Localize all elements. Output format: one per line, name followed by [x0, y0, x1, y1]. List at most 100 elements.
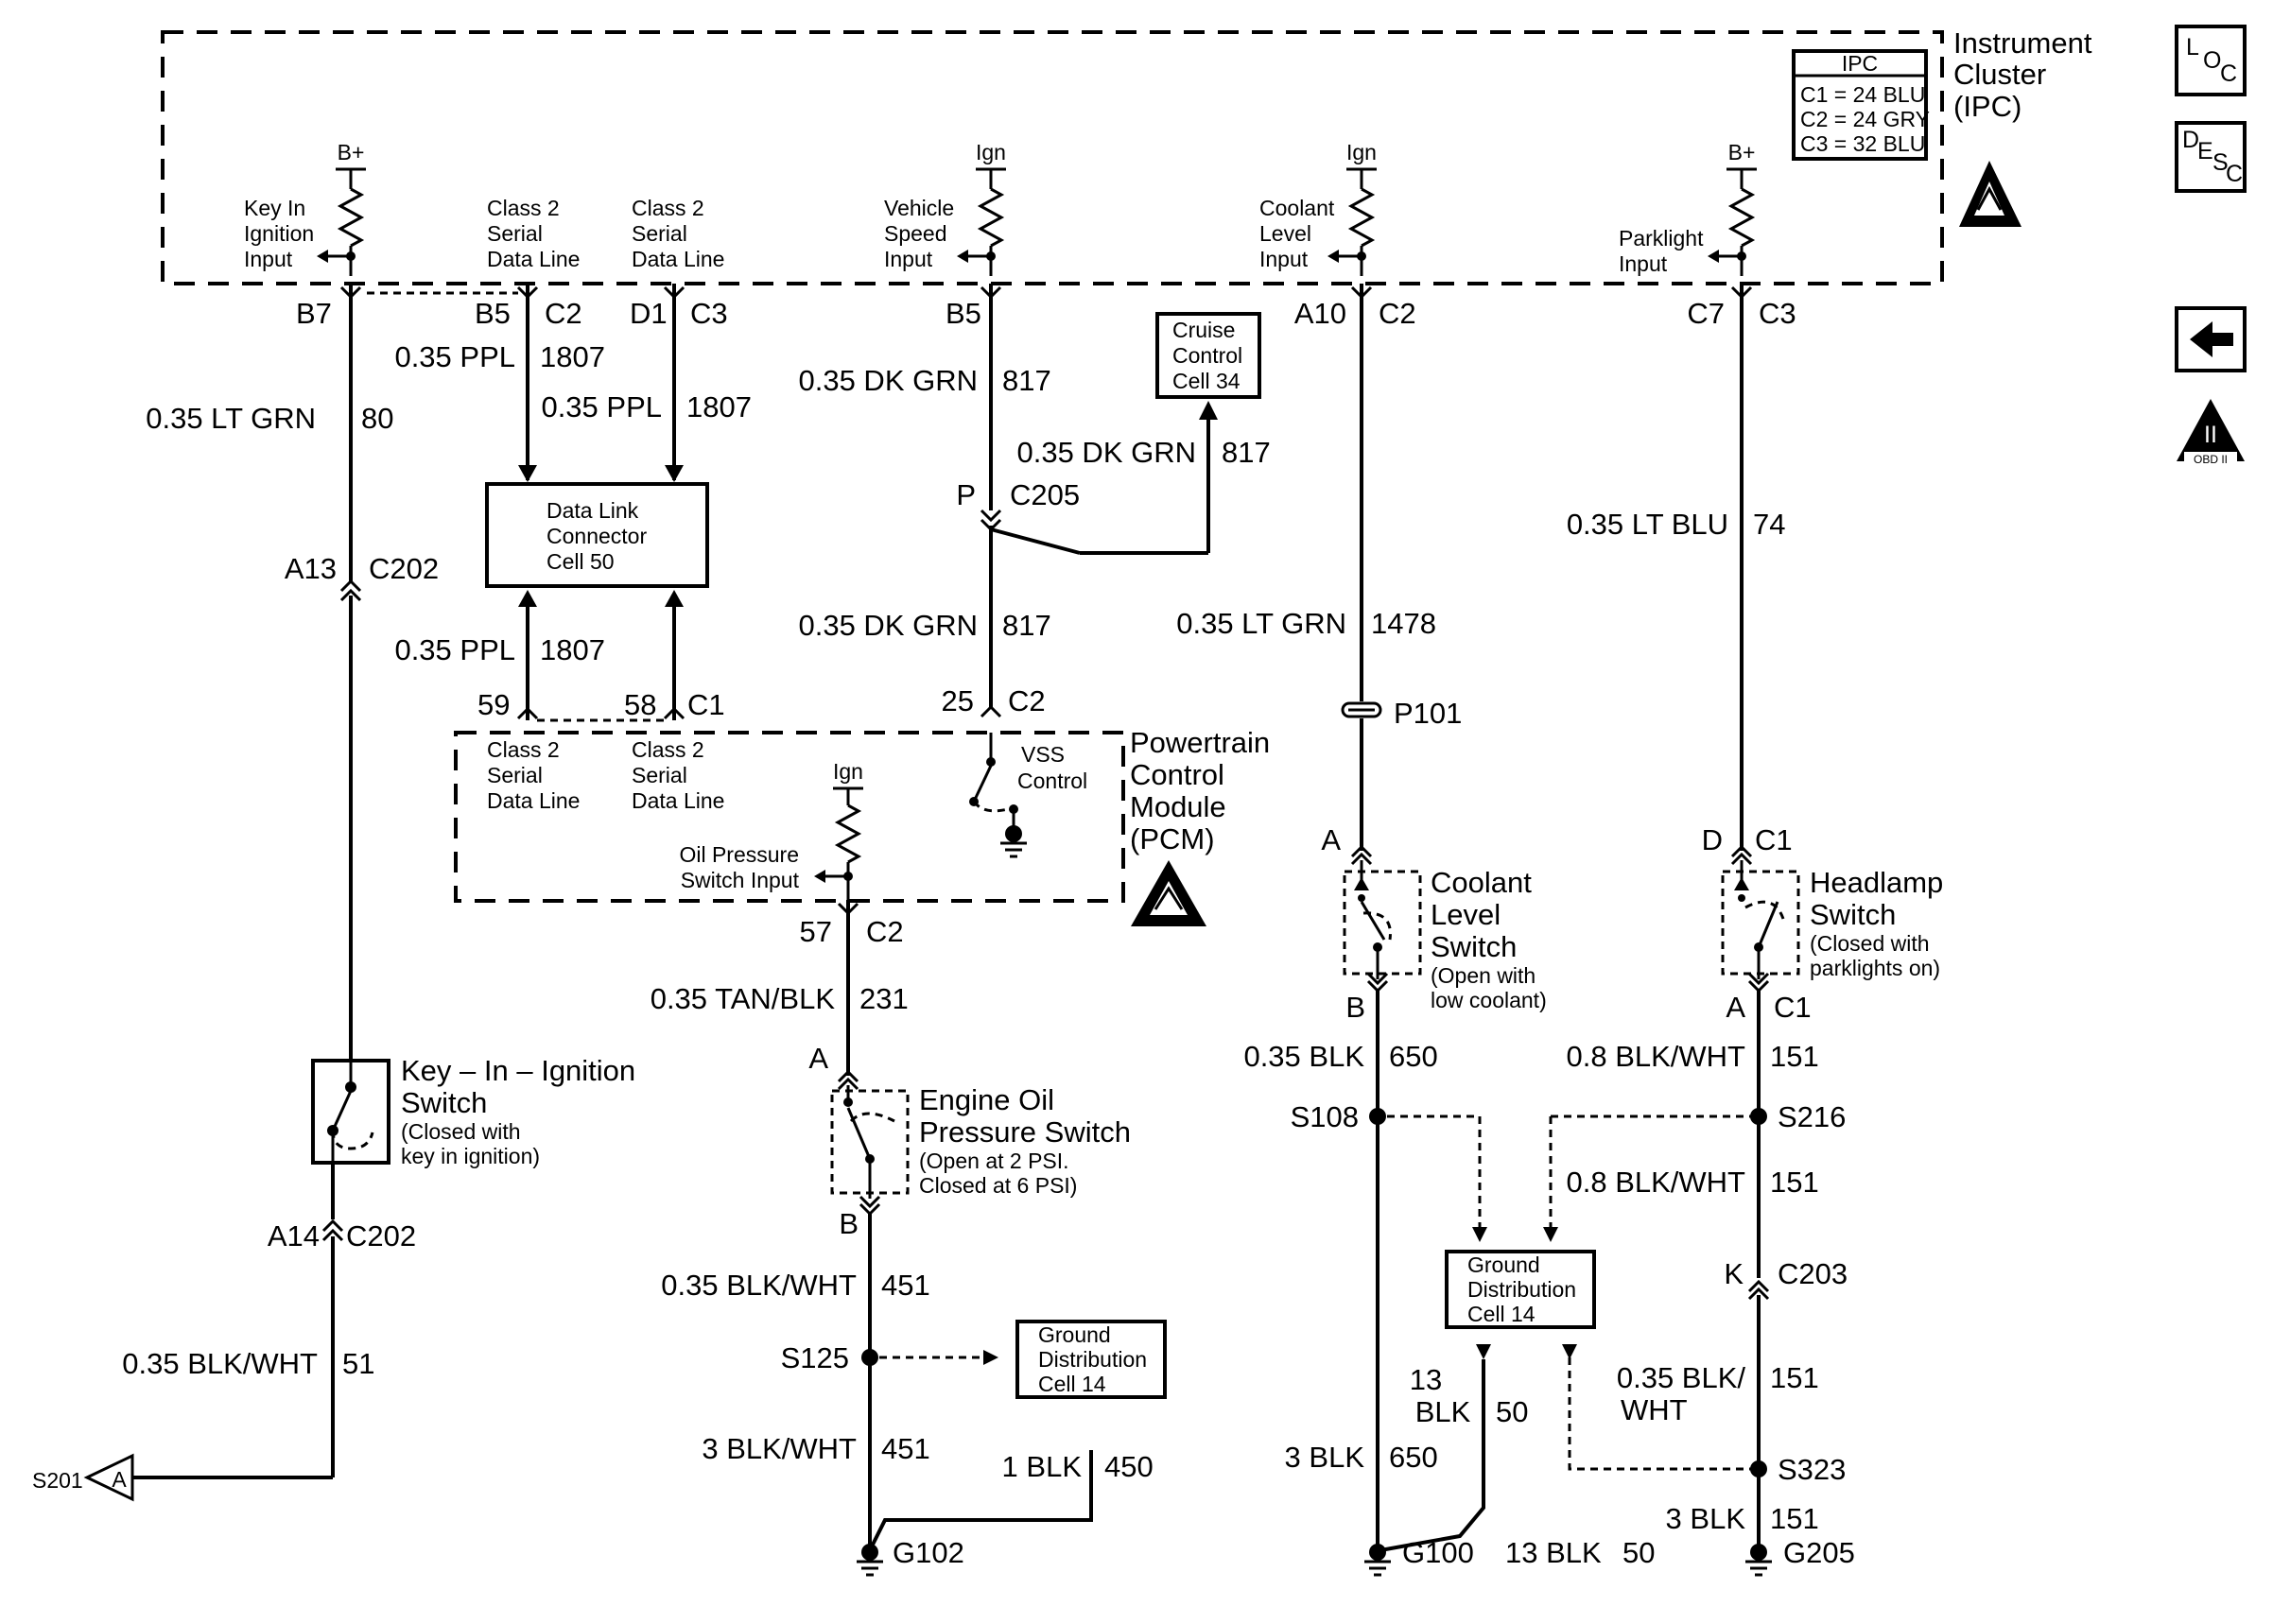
circuit-650: 0.35 BLK 650 S108 3 BLK 650 — [1243, 989, 1487, 1550]
ign-label-1: Ign — [976, 140, 1006, 164]
wire-231-num: 231 — [859, 982, 909, 1015]
circuit-51: A14 C202 0.35 BLK/WHT 51 A S201 — [32, 1163, 416, 1502]
circuit-151: 0.8 BLK/WHT 151 S216 0.8 BLK/WHT 151 K C… — [1567, 989, 1848, 1550]
ign-label-2: Ign — [1346, 140, 1377, 164]
key-switch-note-2: key in ignition) — [401, 1144, 540, 1168]
cruise-label-2: Control — [1172, 343, 1242, 368]
wire-151d-color: 3 BLK — [1666, 1502, 1746, 1535]
pcm-class2b-2: Serial — [632, 763, 687, 787]
conn-c205: C205 — [1010, 478, 1080, 511]
dlc-box[interactable] — [485, 482, 709, 588]
key-switch-title-1: Key – In – Ignition — [401, 1054, 635, 1087]
ground-dist-box-b[interactable] — [1445, 1250, 1596, 1329]
wire-50a-gauge: 13 — [1410, 1363, 1442, 1396]
splice-s108: S108 — [1291, 1100, 1359, 1133]
eop-pin-a: A — [808, 1042, 828, 1075]
ipc-class2a-2: Serial — [487, 221, 543, 246]
cls-note-2: low coolant) — [1431, 988, 1547, 1012]
obd-ii-icon[interactable]: II OBD II — [2177, 399, 2245, 466]
back-arrow-icon[interactable] — [2175, 306, 2247, 372]
cls-title-2: Level — [1431, 898, 1501, 931]
wire-151b-color: 0.8 BLK/WHT — [1567, 1166, 1746, 1199]
circuit-1478: A10 C2 0.35 LT GRN 1478 P101 A — [1176, 284, 1462, 866]
splice-s216: S216 — [1778, 1100, 1846, 1133]
pcm-title-1: Powertrain — [1130, 726, 1270, 759]
ground-g205: G205 — [1745, 1536, 1855, 1577]
esd-icon — [1959, 161, 2021, 227]
pcm-conn-c2-top: C2 — [1008, 684, 1046, 717]
conn-c2-ipc: C2 — [545, 297, 582, 330]
loc-icon[interactable]: L O C — [2175, 25, 2247, 96]
wire-51-color: 0.35 BLK/WHT — [122, 1347, 318, 1380]
wire-650a-num: 650 — [1389, 1040, 1438, 1073]
ipc-class2b-3: Data Line — [632, 247, 724, 271]
conn-c202-a: C202 — [369, 552, 439, 585]
wire-450-color: 1 BLK — [1002, 1450, 1083, 1483]
wire-151c-num: 151 — [1770, 1361, 1819, 1394]
key-switch-note-1: (Closed with — [401, 1119, 521, 1144]
cls-pin-a: A — [1321, 823, 1341, 856]
conn-c3-parklight: C3 — [1759, 297, 1796, 330]
hs-title-2: Switch — [1810, 898, 1896, 931]
wire-50b-num: 50 — [1622, 1536, 1655, 1569]
eop-title-2: Pressure Switch — [919, 1115, 1131, 1149]
ground-g205-label: G205 — [1783, 1536, 1855, 1569]
key-in-label-2: Ignition — [244, 221, 314, 246]
wire-1807a-color: 0.35 PPL — [394, 340, 515, 373]
key-in-ignition-switch: Key – In – Ignition Switch (Closed with … — [311, 1054, 635, 1168]
wire-151c-color-2: WHT — [1621, 1393, 1688, 1426]
dlc-label-3: Cell 50 — [547, 549, 615, 574]
ground-g102-label: G102 — [893, 1536, 964, 1569]
circuit-817: B5 0.35 DK GRN 817 P C205 0.35 DK GRN 81… — [798, 284, 1271, 718]
ipc-class2a-1: Class 2 — [487, 196, 560, 220]
vss-control-switch: VSS Control — [969, 733, 1087, 858]
circuit-80: B7 0.35 LT GRN 80 A13 C202 — [146, 284, 439, 1061]
cruise-label-3: Cell 34 — [1172, 369, 1241, 393]
headlamp-switch: Headlamp Switch (Closed with parklights … — [1721, 860, 1943, 1024]
coolant-in-label-3: Input — [1259, 247, 1309, 271]
esd-icon-pcm — [1131, 860, 1206, 926]
pcm-title-2: Control — [1130, 758, 1224, 791]
pcm-conn-c2-bottom: C2 — [866, 915, 904, 948]
desc-icon[interactable]: D E S C — [2175, 121, 2247, 193]
wire-151c-color-1: 0.35 BLK/ — [1617, 1361, 1746, 1394]
pcm-title-3: Module — [1130, 790, 1226, 823]
hs-pin-d: D — [1702, 823, 1723, 856]
legend-title: IPC — [1842, 51, 1878, 76]
wire-50a-color: BLK — [1415, 1395, 1471, 1428]
key-switch-title-2: Switch — [401, 1086, 487, 1119]
wire-650a-color: 0.35 BLK — [1243, 1040, 1364, 1073]
wire-1807b-num: 1807 — [686, 390, 752, 423]
wire-74-num: 74 — [1753, 508, 1785, 541]
wire-51-num: 51 — [342, 1347, 374, 1380]
class2-data-circuit: B5 C2 0.35 PPL 1807 D1 C3 0.35 PPL 1807 … — [394, 284, 752, 722]
pin-b5-vss: B5 — [946, 297, 981, 330]
gnd-dist-a-1: Ground — [1038, 1322, 1111, 1347]
ipc-dashed-border — [161, 30, 1944, 285]
hs-conn-c1-top: C1 — [1755, 823, 1793, 856]
splice-s323: S323 — [1778, 1453, 1846, 1486]
gnd-dist-b-2: Distribution — [1467, 1277, 1576, 1302]
wire-450-num: 450 — [1104, 1450, 1154, 1483]
splice-s125: S125 — [781, 1341, 849, 1374]
ground-g102: G102 — [857, 1536, 964, 1577]
wire-1807a-num: 1807 — [540, 340, 605, 373]
hs-note-2: parklights on) — [1810, 956, 1940, 980]
pcm-class2a-3: Data Line — [487, 788, 580, 813]
ground-dist-box-a[interactable] — [1015, 1320, 1167, 1399]
pcm-class2a-2: Serial — [487, 763, 543, 787]
ipc-class2a-3: Data Line — [487, 247, 580, 271]
ground-dist-block-b: Ground Distribution Cell 14 13 BLK 50 — [1379, 1114, 1761, 1552]
svg-text:C: C — [2226, 161, 2243, 187]
pcm-title-4: (PCM) — [1130, 822, 1215, 855]
dlc-label-2: Connector — [547, 524, 647, 548]
pcm-vss-label-1: VSS — [1021, 742, 1065, 767]
key-in-input-circuit: B+ Key In Ignition Input — [244, 140, 366, 276]
pin-d1: D1 — [630, 297, 668, 330]
pin-b5-ipc: B5 — [475, 297, 511, 330]
pin-a10: A10 — [1294, 297, 1346, 330]
cruise-control-box[interactable] — [1155, 312, 1261, 399]
wire-1807c-num: 1807 — [540, 633, 605, 666]
key-in-label-1: Key In — [244, 196, 305, 220]
